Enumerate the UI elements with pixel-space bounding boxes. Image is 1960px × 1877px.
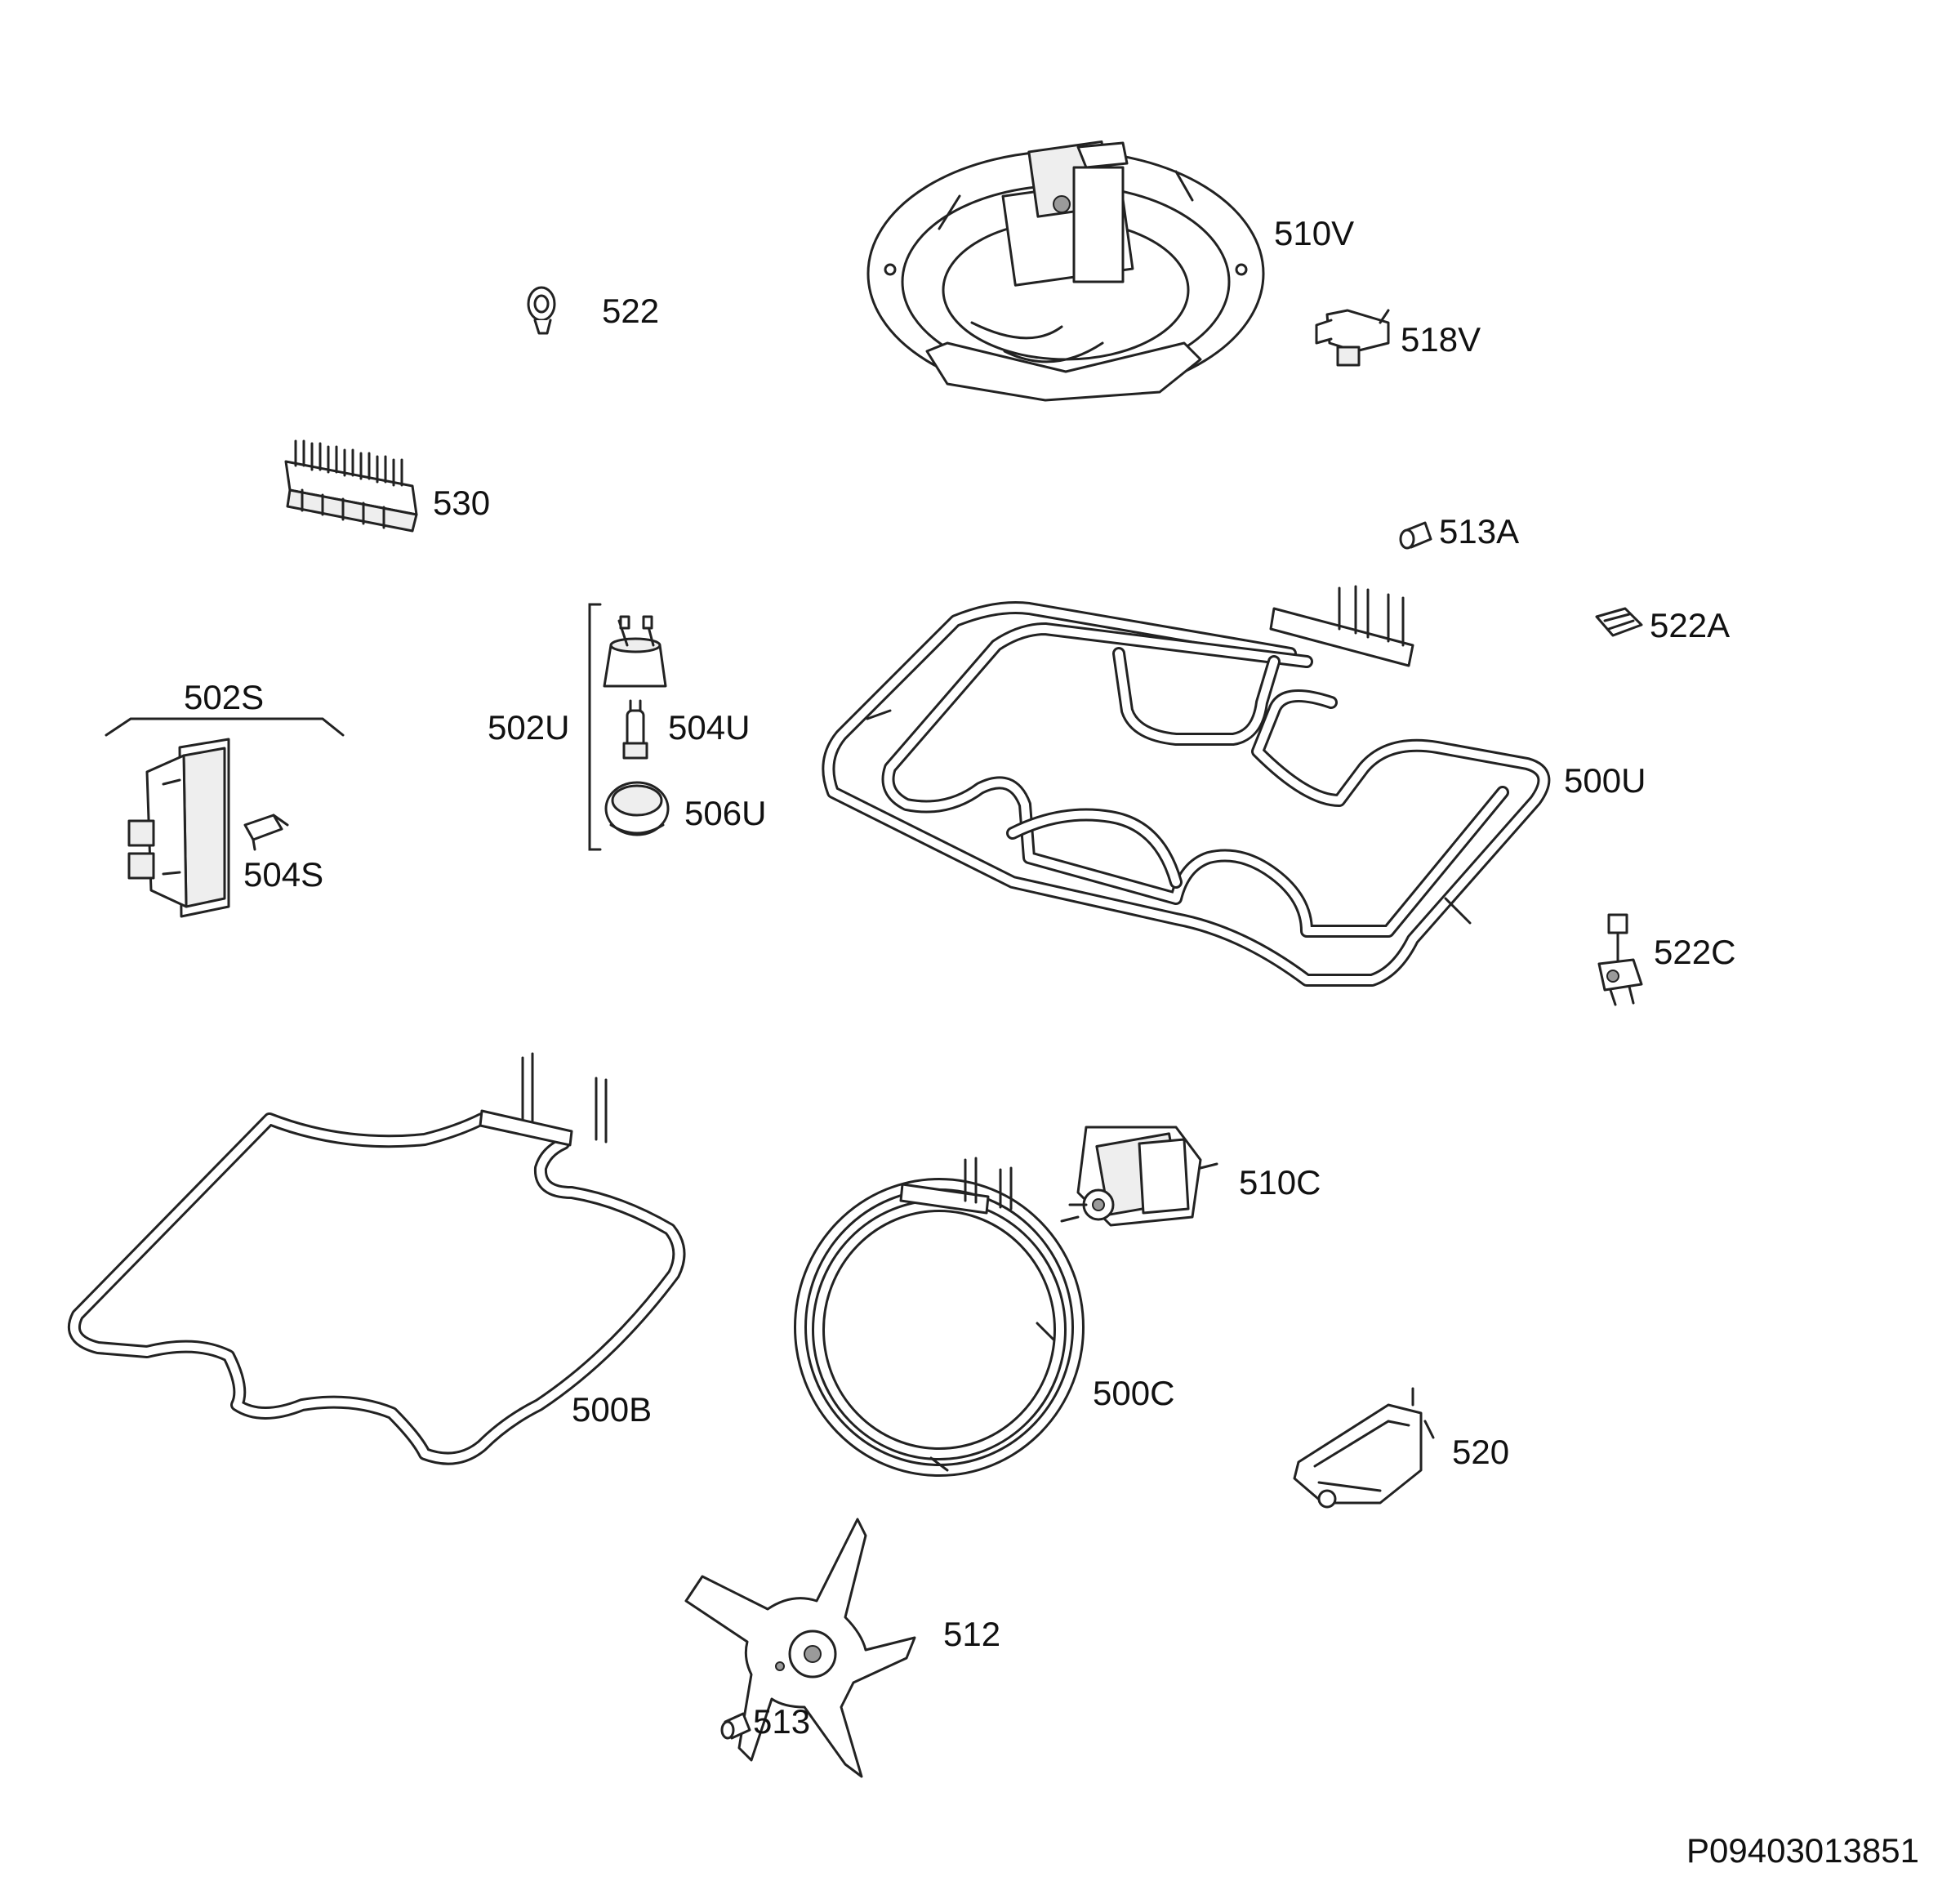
part-502S-side-lamp-housing: [127, 738, 230, 918]
part-504U-lamp-bulb: [622, 699, 648, 760]
label-520: 520: [1452, 1433, 1509, 1471]
label-506U: 506U: [684, 794, 766, 832]
label-518V: 518V: [1401, 320, 1481, 359]
label-504U: 504U: [668, 708, 750, 747]
part-502S-group-bracket: [105, 717, 345, 737]
part-513-lamp-cover: [720, 1712, 751, 1740]
part-502U-group-bracket: [588, 603, 602, 851]
part-500B-bottom-heating-element: [68, 1052, 686, 1465]
label-510C: 510C: [1239, 1163, 1321, 1202]
part-510C-convection-motor: [1060, 1126, 1218, 1227]
label-522: 522: [602, 292, 659, 330]
part-520-mounting-bracket: [1293, 1387, 1435, 1509]
label-530: 530: [433, 484, 490, 522]
part-504S-lamp-socket: [243, 814, 289, 851]
label-500B: 500B: [572, 1390, 652, 1429]
part-506U-lamp-glass: [604, 781, 670, 836]
part-500C-circular-heating-element: [794, 1157, 1085, 1477]
part-518V-thermostat: [1315, 309, 1390, 367]
part-522C-temperature-sensor: [1597, 913, 1643, 1006]
label-504S: 504S: [243, 855, 323, 894]
part-513A-lamp-cover: [1399, 521, 1432, 550]
part-530-terminal-block: [284, 439, 418, 533]
label-510V: 510V: [1274, 214, 1354, 252]
label-500U: 500U: [1564, 761, 1646, 800]
part-500U-grill-heating-element: [822, 585, 1551, 987]
label-522A: 522A: [1650, 606, 1730, 644]
label-500C: 500C: [1093, 1374, 1174, 1412]
label-502U: 502U: [488, 708, 569, 747]
drawing-number: P09403013851: [1686, 1831, 1919, 1870]
label-513: 513: [753, 1702, 810, 1741]
label-513A: 513A: [1439, 512, 1519, 551]
label-522C: 522C: [1654, 933, 1735, 971]
part-512-fan-blade: [684, 1518, 916, 1778]
part-522A-bracket: [1595, 607, 1643, 637]
label-502S: 502S: [184, 678, 264, 716]
part-510V-fan-motor-assembly: [866, 140, 1265, 402]
label-512: 512: [943, 1615, 1000, 1653]
part-502U-lamp-holder: [603, 615, 667, 688]
part-522-clip: [527, 286, 556, 335]
